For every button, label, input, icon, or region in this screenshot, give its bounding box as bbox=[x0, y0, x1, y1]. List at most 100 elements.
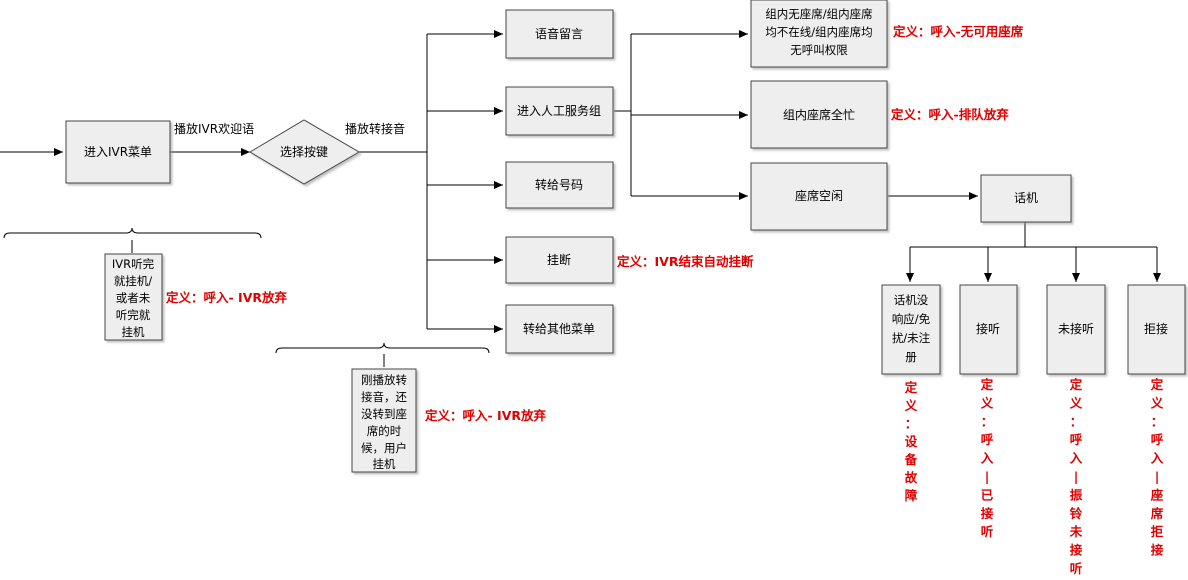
node-transfer-hangup-note: 刚播放转 接音，还 没转到座 席的时 候，用户 挂机 bbox=[351, 368, 417, 473]
node-hangup: 挂断 bbox=[505, 236, 614, 284]
def-ivr-abandon-2: 定义：呼入- IVR放弃 bbox=[424, 408, 546, 423]
ivr-note-line-5: 挂机 bbox=[122, 325, 145, 339]
vdef-connected-char: 义 bbox=[980, 395, 994, 410]
node-phone: 话机 bbox=[980, 174, 1072, 223]
vdef-device-char: ： bbox=[905, 416, 918, 431]
other-menu-label: 转给其他菜单 bbox=[523, 321, 595, 336]
vdef-connected-char: ： bbox=[981, 414, 994, 429]
node-transfer-number: 转给号码 bbox=[505, 161, 614, 209]
def-queue-abandon: 定义：呼入-排队放弃 bbox=[890, 107, 1009, 122]
vdef-connected-char: 听 bbox=[981, 524, 994, 539]
vdef-connected-char: 已 bbox=[981, 487, 994, 502]
node-ivr-hangup-note: IVR听完 就挂机/ 或者未 听完就 挂机 bbox=[104, 253, 163, 341]
no-agent-line-3: 无呼叫权限 bbox=[790, 43, 848, 57]
node-agent-idle: 座席空闲 bbox=[750, 162, 888, 231]
select-key-label: 选择按键 bbox=[280, 145, 328, 159]
no-response-line-4: 册 bbox=[905, 350, 917, 364]
answered-label: 接听 bbox=[976, 321, 1000, 336]
vdef-rejected-char: ： bbox=[1151, 414, 1164, 429]
no-response-line-1: 话机没 bbox=[894, 293, 929, 307]
ivr-note-line-2: 就挂机/ bbox=[114, 274, 152, 288]
vdef-device-char: 障 bbox=[905, 488, 918, 503]
vdef-connected-char: 接 bbox=[981, 506, 994, 521]
ivr-brace bbox=[3, 227, 262, 239]
vdef-rejected-char: 呼 bbox=[1151, 432, 1164, 447]
voicemail-label: 语音留言 bbox=[535, 26, 583, 41]
no-agent-line-2: 均不在线/组内座席均 bbox=[765, 25, 872, 39]
agent-group-label: 进入人工服务组 bbox=[517, 103, 601, 118]
vdef-ringing-char: 接 bbox=[1070, 543, 1083, 558]
node-other-menu: 转给其他菜单 bbox=[505, 304, 614, 354]
ivr-note-line-1: IVR听完 bbox=[112, 257, 154, 271]
vdef-ringing-char: 铃 bbox=[1070, 506, 1083, 521]
vdef-rejected-char: 席 bbox=[1151, 506, 1164, 521]
vdef-ringing-char: 定 bbox=[1069, 377, 1083, 392]
vdef-rejected-char: 接 bbox=[1151, 543, 1164, 558]
node-rejected: 拒接 bbox=[1127, 284, 1186, 375]
vdef-ringing-char: 听 bbox=[1070, 561, 1083, 576]
ivr-note-line-4: 听完就 bbox=[116, 308, 151, 322]
no-agent-line-1: 组内无座席/组内座席 bbox=[765, 7, 872, 21]
vdef-device-char: 故 bbox=[905, 470, 918, 485]
vdef-rejected-char: 拒 bbox=[1151, 524, 1164, 539]
node-no-agent: 组内无座席/组内座席 均不在线/组内座席均 无呼叫权限 bbox=[750, 0, 888, 68]
def-connected: 定义 ： 呼入 | 已接听 bbox=[980, 377, 994, 539]
vdef-rejected-char: 入 bbox=[1151, 451, 1164, 466]
vdef-rejected-char: 定 bbox=[1150, 377, 1164, 392]
vdef-ringing-char: 入 bbox=[1070, 451, 1083, 466]
vdef-ringing-char: 未 bbox=[1069, 524, 1083, 539]
vdef-rejected-char: | bbox=[1155, 469, 1160, 484]
transfer-number-label: 转给号码 bbox=[535, 177, 583, 192]
node-all-busy: 组内座席全忙 bbox=[750, 80, 888, 149]
transfer-note-line-4: 席的时 bbox=[367, 424, 402, 438]
rejected-label: 拒接 bbox=[1144, 321, 1168, 336]
vdef-connected-char: 呼 bbox=[981, 432, 994, 447]
vdef-connected-char: 入 bbox=[981, 451, 994, 466]
node-agent-group: 进入人工服务组 bbox=[505, 86, 614, 136]
agent-idle-label: 座席空闲 bbox=[795, 188, 843, 203]
vdef-ringing-char: 呼 bbox=[1070, 432, 1083, 447]
vdef-rejected-char: 义 bbox=[1150, 395, 1164, 410]
not-answered-label: 未接听 bbox=[1058, 321, 1094, 336]
node-select-key: 选择按键 bbox=[249, 119, 360, 185]
all-busy-label: 组内座席全忙 bbox=[783, 107, 855, 122]
transfer-brace bbox=[275, 342, 490, 354]
transfer-note-line-5: 候，用户 bbox=[361, 441, 407, 455]
def-ivr-end-hangup: 定义：IVR结束自动挂断 bbox=[616, 254, 754, 269]
connectors bbox=[0, 30, 1161, 333]
vdef-connected-char: | bbox=[985, 469, 990, 484]
vdef-device-char: 设 bbox=[905, 434, 918, 449]
vdef-device-char: 定 bbox=[904, 380, 918, 395]
def-no-agent: 定义：呼入-无可用座席 bbox=[892, 24, 1024, 39]
phone-label: 话机 bbox=[1014, 191, 1038, 205]
transfer-note-line-1: 刚播放转 bbox=[361, 373, 407, 387]
vdef-ringing-char: 义 bbox=[1069, 395, 1083, 410]
node-voicemail: 语音留言 bbox=[505, 9, 614, 59]
edge-label-transfer-tone: 播放转接音 bbox=[345, 121, 405, 136]
vdef-connected-char: 定 bbox=[980, 377, 994, 392]
vdef-ringing-char: | bbox=[1074, 469, 1079, 484]
ivr-menu-label: 进入IVR菜单 bbox=[84, 145, 152, 159]
no-response-line-2: 响应/免 bbox=[892, 312, 930, 326]
vdef-rejected-char: 座 bbox=[1150, 487, 1164, 502]
no-response-line-3: 扰/未注 bbox=[892, 331, 931, 345]
transfer-note-line-3: 没转到座 bbox=[361, 407, 407, 421]
vdef-ringing-char: ： bbox=[1070, 414, 1083, 429]
vdef-device-char: 义 bbox=[904, 398, 918, 413]
node-no-response: 话机没 响应/免 扰/未注 册 bbox=[881, 284, 941, 375]
def-ivr-abandon-1: 定义：呼入- IVR放弃 bbox=[165, 290, 287, 305]
vdef-ringing-char: 振 bbox=[1070, 487, 1083, 502]
node-not-answered: 未接听 bbox=[1046, 284, 1106, 375]
node-ivr-menu: 进入IVR菜单 bbox=[65, 120, 171, 184]
edge-label-welcome: 播放IVR欢迎语 bbox=[174, 121, 254, 136]
ivr-note-line-3: 或者未 bbox=[116, 291, 151, 305]
hangup-label: 挂断 bbox=[547, 252, 571, 267]
transfer-note-line-2: 接音，还 bbox=[361, 390, 407, 404]
node-answered: 接听 bbox=[959, 284, 1018, 375]
transfer-note-line-6: 挂机 bbox=[373, 457, 396, 471]
vdef-device-char: 备 bbox=[904, 452, 918, 467]
